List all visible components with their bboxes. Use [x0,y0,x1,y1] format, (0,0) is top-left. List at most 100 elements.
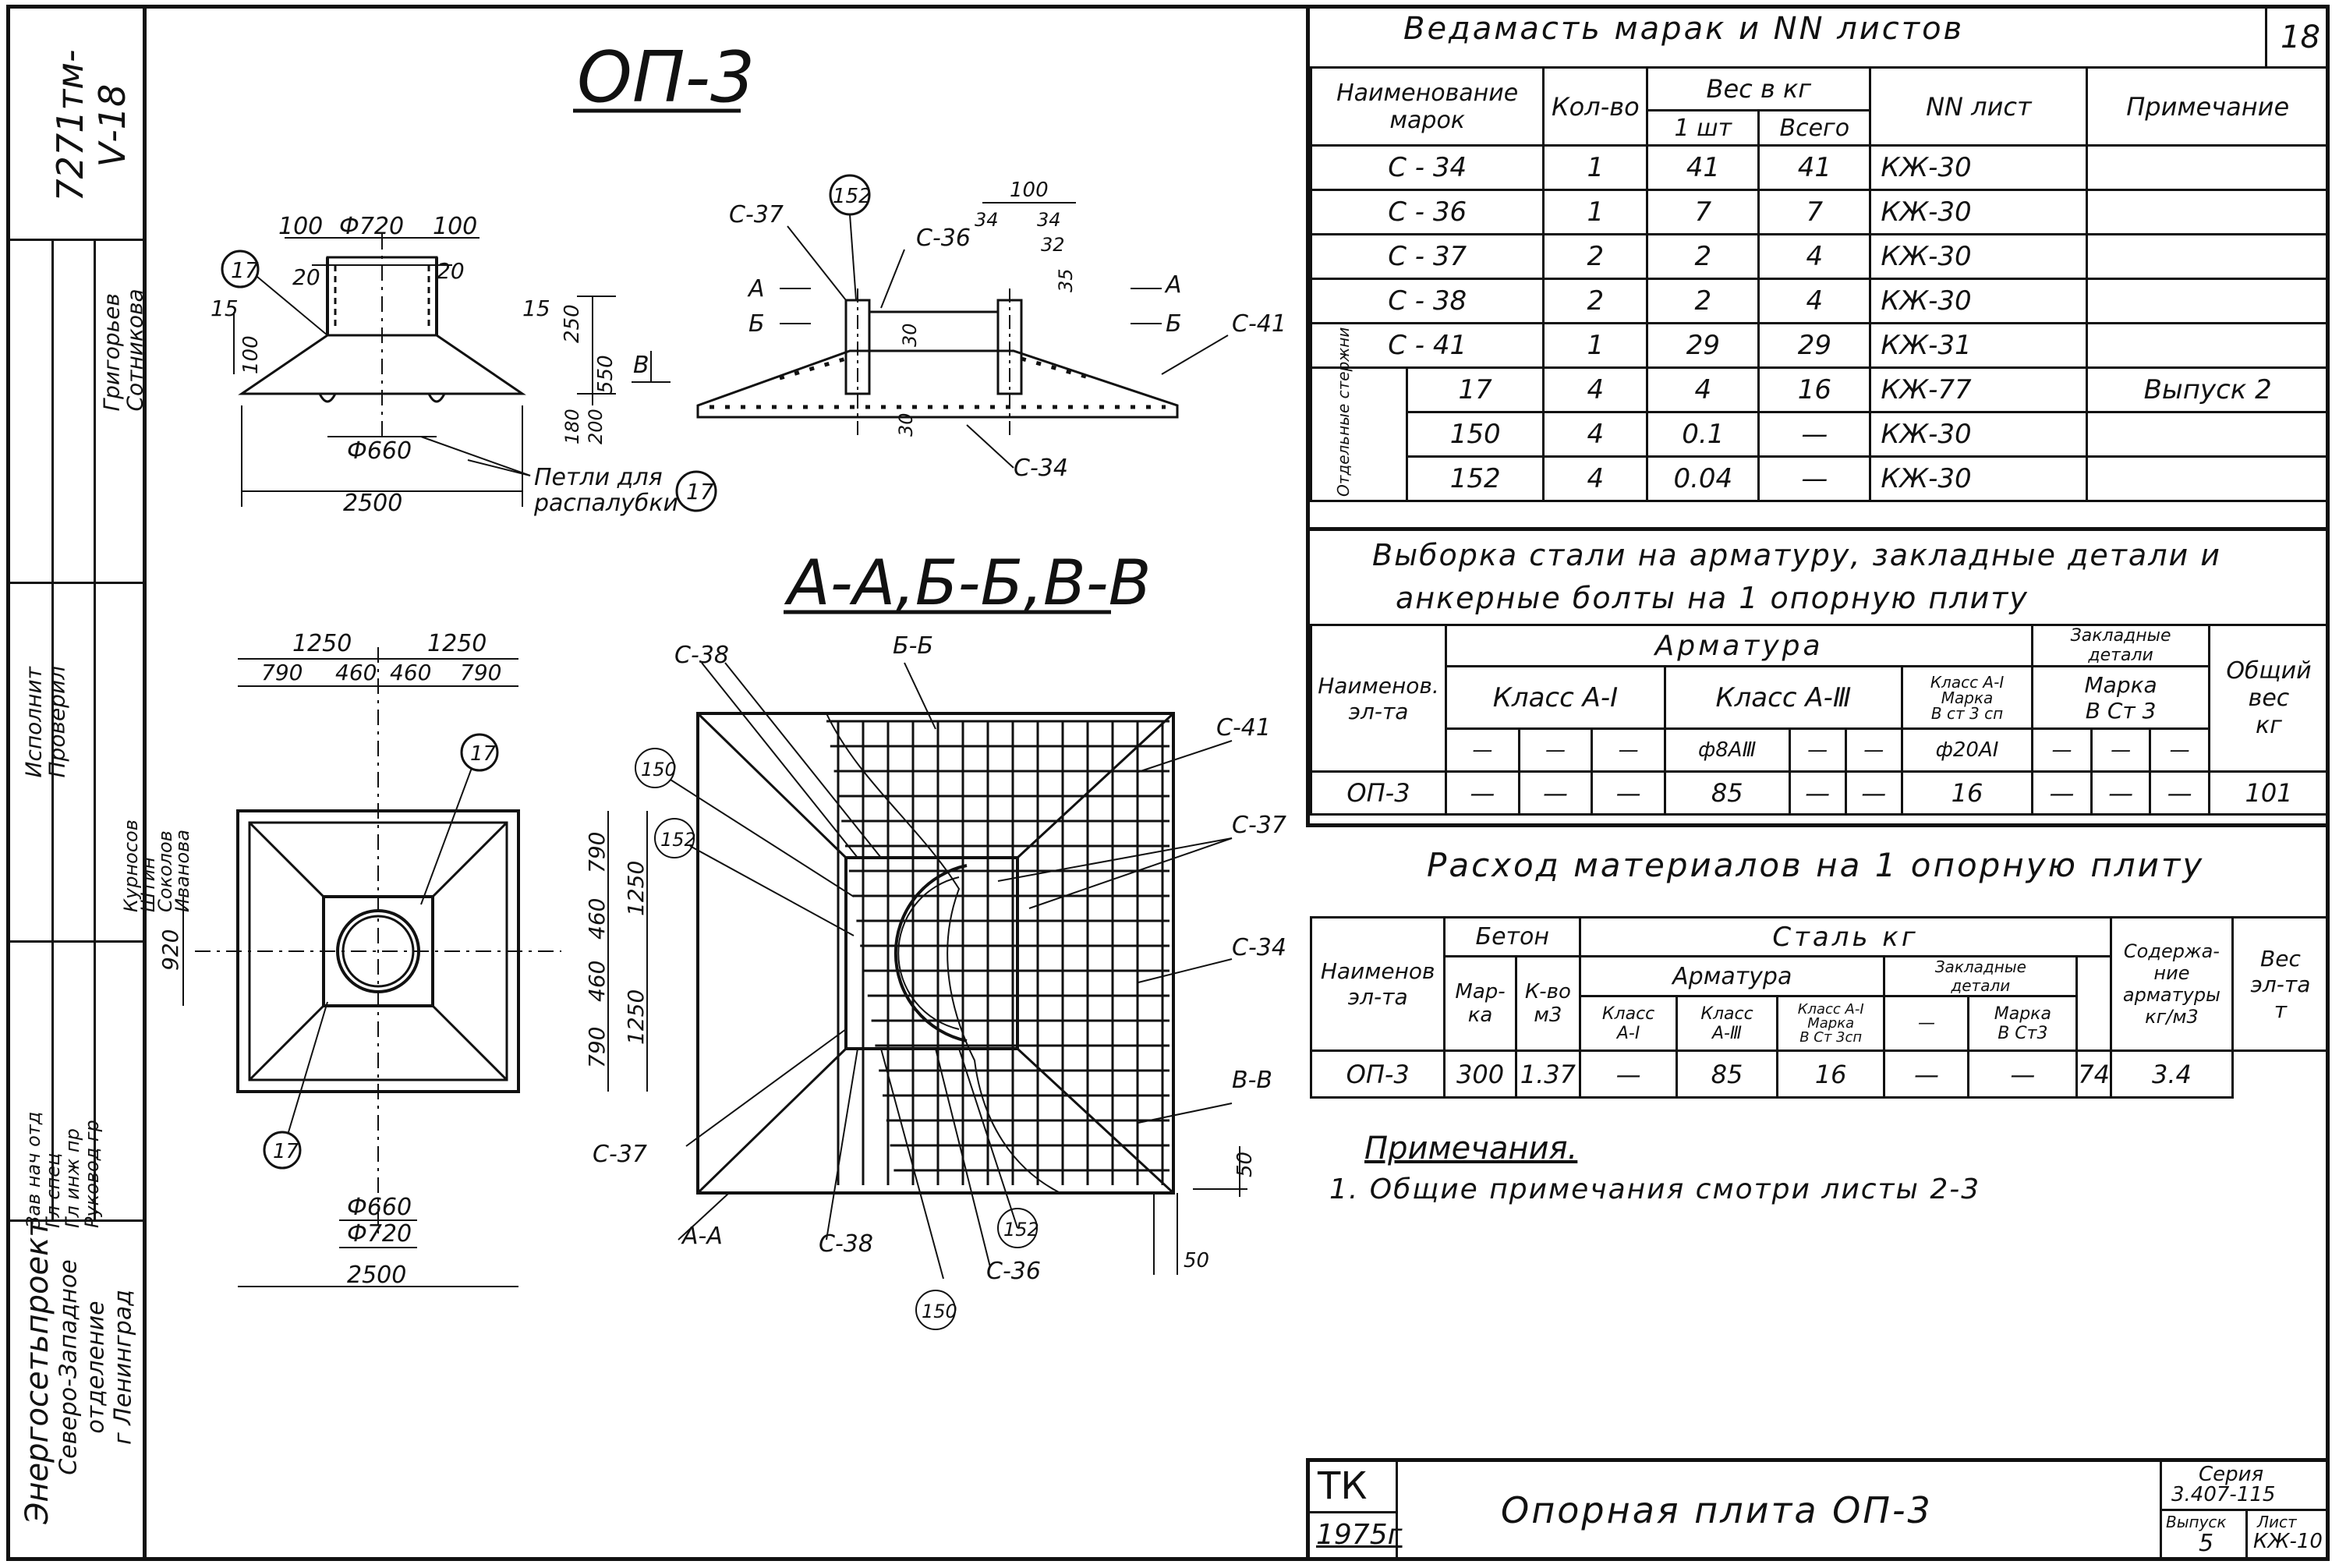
ct-h-name2: эл-та [1347,984,1408,1010]
ct-h-weight1: Вес [2260,945,2301,972]
mt-h-qty: Кол-во [1542,66,1649,147]
mt-group-label: Отдельные стержни [1334,327,1353,497]
ct-h-weight3: т [2274,996,2288,1023]
marks-table-frame [1306,5,2330,531]
rv-c34: С-34 [1232,934,1286,961]
ct-h-name1: Наименов [1320,958,1435,984]
rv-bb: Б-Б [893,632,933,660]
ct-h-c1b: А-I [1616,1023,1640,1043]
tv-920: 920 [157,929,183,971]
ct-h-c1mc: В Ст 3сп [1799,1028,1863,1046]
callout-17-elev: 17 [231,257,259,283]
tv-720: Ф720 [347,1220,412,1248]
dim-32: 32 [1041,234,1065,256]
tv-1250b: 1250 [427,630,487,657]
mt-total: — [1757,455,1872,502]
mt-total: — [1757,411,1872,458]
ct-h-concrete: Бетон [1443,916,1582,957]
tv-790a: 790 [261,660,303,685]
sec-b-right: Б [1166,310,1182,338]
mt-note [2086,411,2330,458]
st-row-a3: 85 [1663,770,1791,816]
mt-sheet: КЖ-31 [1869,322,2089,369]
mt-one: 0.04 [1646,455,1760,502]
st-h-total1: Общий [2226,657,2312,685]
ct-h-vol2: м3 [1534,1003,1562,1027]
sheet-number: 18 [2281,19,2320,55]
dim-34b: 34 [1037,209,1061,231]
tv-790b: 790 [460,660,501,685]
tv-v790a: 790 [584,832,610,873]
st-h-mark2: В Ст 3 [2085,697,2157,724]
mt-one: 2 [1646,233,1760,280]
st-row-dash-5: — [1844,770,1903,816]
st-h-cls1: Класс А-I [1445,665,1666,730]
mt-sheet: КЖ-30 [1869,411,2089,458]
rv-c37b: С-37 [593,1141,647,1168]
mt-h-sheet: NN лист [1869,66,2089,147]
ct-row-a1: — [1579,1049,1679,1099]
cross-section [696,174,1229,469]
st-row-dash-3: — [1591,770,1666,816]
section-title: А-А,Б-Б,В-В [784,547,1151,619]
st-dash-2: — [1517,727,1594,773]
st-dash-4: — [1788,727,1847,773]
mt-mark: С - 36 [1309,189,1545,235]
mt-sheet: КЖ-77 [1869,366,2089,413]
mt-mark: 17 [1405,366,1545,413]
mt-total: 7 [1757,189,1872,235]
rv-c38a: С-38 [674,642,729,669]
ct-row-grade: 300 [1443,1049,1517,1099]
callout-152-sec: 152 [833,185,872,208]
rv-c41: С-41 [1216,714,1271,742]
tb-series: 3.407-115 [2171,1483,2276,1506]
ct-row-weight: 3.4 [2109,1049,2234,1099]
st-dash-3: — [1591,727,1666,773]
tv-v460a: 460 [584,898,610,940]
tb-title: Опорная плита ОП-3 [1501,1489,1933,1531]
label-c37-sec: С-37 [729,201,784,228]
side-stamp: 7271тм-Ⅴ-18 Исполнит Проверил Григорьев … [6,5,193,1561]
st-dash-6: — [2031,727,2093,773]
dim-100-sec: 100 [1010,179,1049,202]
st-h-cls1m1: Класс А-I [1930,672,2005,692]
rv-callout150a: 150 [641,759,677,780]
rv-vv: В-В [1232,1067,1272,1094]
mt-h-name2: марок [1389,106,1465,134]
mt-one: 4 [1646,366,1760,413]
st-row-dash-4: — [1788,770,1847,816]
dim-660: Ф660 [347,437,412,465]
st-h-total3: кг [2256,712,2282,739]
rv-aa: А-А [681,1223,723,1250]
rv-c37a: С-37 [1232,812,1286,839]
mt-h-name1: Наименование [1336,79,1519,107]
tb-issue-label: Выпуск [2166,1513,2227,1531]
rv-c38b: С-38 [819,1230,873,1258]
mt-mark: С - 37 [1309,233,1545,280]
dim-550: 550 [594,355,617,394]
mt-qty: 4 [1542,366,1649,413]
mt-total: 29 [1757,322,1872,369]
dim-34a: 34 [975,209,999,231]
st-h-name1: Наименов. [1318,672,1439,699]
st-h-mark1: Марка [2084,671,2157,698]
rebar-grid [826,720,1170,1185]
mt-one: 7 [1646,189,1760,235]
ct-h-c1ma: Класс А-I [1797,1000,1864,1018]
dim-250: 250 [561,304,584,343]
callout-17-loop: 17 [686,479,714,504]
label-c34-sec: С-34 [1014,455,1068,482]
dim-720: Ф720 [339,213,404,240]
sec-a-right: А [1164,271,1182,299]
ct-row-name: ОП-3 [1309,1049,1446,1099]
marks-table-title: Ведамасть марак и NN листов [1403,11,1965,47]
mt-one: 41 [1646,144,1760,191]
mt-one: 29 [1646,322,1760,369]
dim-100a: 100 [278,213,323,240]
st-dash-7: — [2090,727,2152,773]
